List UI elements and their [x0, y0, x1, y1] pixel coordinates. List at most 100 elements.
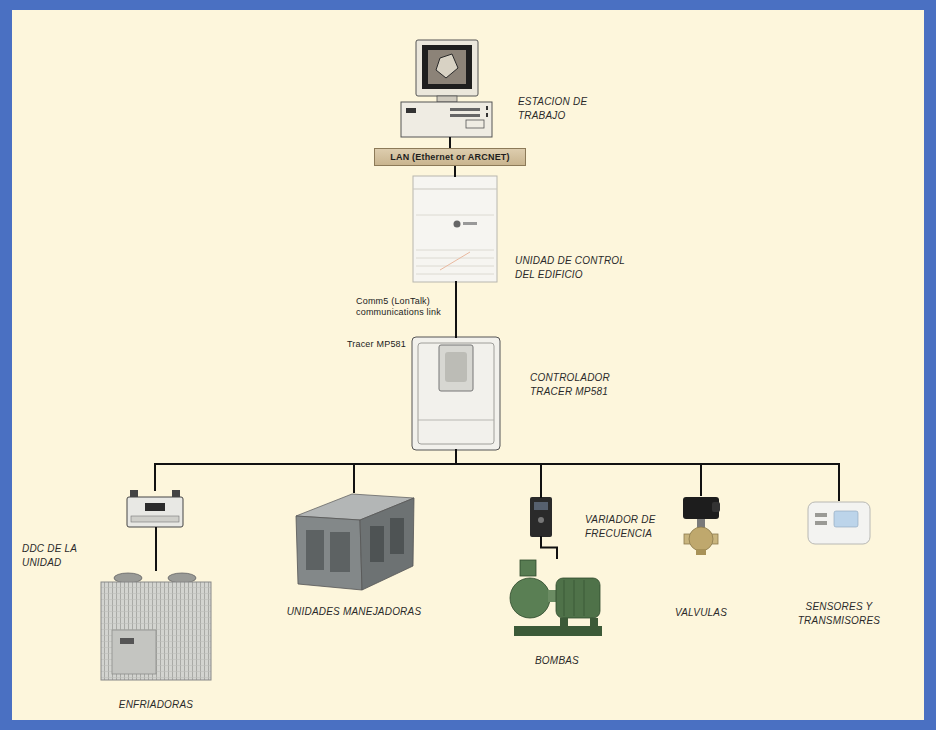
air-handler-picture-part: [306, 530, 324, 570]
label-slot: ESTACION DE TRABAJO: [518, 95, 610, 122]
connector-line: [456, 450, 701, 495]
workstation-picture-part: [437, 96, 457, 102]
valve-picture-part: [696, 549, 706, 555]
workstation-picture-part: [486, 113, 488, 117]
controller-picture: [412, 337, 500, 450]
pump-picture-part: [560, 618, 568, 626]
valve-picture-part: [712, 502, 720, 512]
pump-picture-part: [520, 560, 536, 576]
pump-picture: [510, 560, 602, 636]
workstation-picture-part: [466, 120, 484, 128]
chiller-picture-part: [120, 638, 134, 644]
connector-line: [455, 282, 457, 337]
link-label: Comm5 (LonTalk) communications link: [356, 296, 448, 319]
air-handler-picture: [296, 494, 414, 590]
workstation-picture-part: [422, 45, 472, 89]
workstation-picture-part: [401, 102, 492, 137]
building-control-unit-picture-part: [454, 221, 461, 228]
chiller-picture-part: [112, 630, 156, 674]
building-control-unit-picture-part: [463, 222, 477, 225]
air-handler-picture-part: [360, 498, 414, 590]
ddc-module-picture: [127, 490, 183, 527]
label-slot: UNIDADES MANEJADORAS: [274, 605, 434, 619]
unit-controller: DDC DE LA UNIDAD: [126, 490, 184, 528]
valve: VALVULAS: [680, 495, 722, 555]
thermostat-picture: [808, 502, 870, 544]
valve-picture-part: [689, 527, 713, 551]
component-label: VALVULAS: [651, 606, 751, 620]
frequency-drive-picture-part: [538, 517, 544, 523]
air-handler-picture-part: [390, 518, 404, 554]
chiller-picture-part: [101, 582, 211, 680]
workstation-picture-part: [436, 54, 458, 78]
connector-line: [456, 450, 839, 500]
pump-picture-part: [510, 578, 550, 618]
network-band: LAN (Ethernet or ARCNET): [374, 148, 526, 166]
thermostat-picture-part: [815, 513, 827, 517]
workstation-picture-part: [450, 108, 480, 111]
controller-picture-part: [439, 345, 473, 391]
component-label: SENSORES Y TRANSMISORES: [790, 600, 888, 627]
page-frame-part: [12, 10, 924, 720]
connector-line: [354, 450, 456, 492]
connector-line: [541, 537, 557, 558]
controller-picture-part: [412, 337, 500, 450]
ddc-module-picture-part: [145, 503, 165, 511]
pump-picture-part: [564, 580, 565, 616]
component-label: VARIADOR DE FRECUENCIA: [585, 513, 675, 540]
pump-picture-part: [584, 580, 585, 616]
thermostat-picture-part: [815, 521, 827, 525]
label-slot: DDC DE LA UNIDAD: [22, 542, 88, 569]
component-label: BOMBAS: [502, 654, 612, 668]
controller-picture-part: [418, 420, 494, 421]
controller-picture-part: [445, 352, 467, 382]
connector-line: [456, 450, 541, 497]
building-control-unit-picture-part: [416, 250, 494, 251]
building-control-unit-picture-part: [416, 274, 494, 275]
label-slot: UNIDAD DE CONTROL DEL EDIFICIO: [515, 254, 633, 281]
frequency-drive-picture: [530, 497, 552, 537]
frequency-drive-picture-part: [534, 502, 548, 510]
building-control-unit-picture: [413, 176, 497, 282]
label-slot: ENFRIADORAS: [86, 698, 226, 712]
component-label: ESTACION DE TRABAJO: [518, 95, 610, 122]
connector-line: [155, 528, 157, 570]
pump-picture-part: [590, 618, 598, 626]
building-control-unit-picture-part: [416, 258, 494, 259]
ddc-module-picture-part: [127, 497, 183, 527]
connector-line: [454, 166, 456, 176]
chiller: ENFRIADORAS: [100, 570, 212, 682]
valve-picture-part: [683, 497, 719, 519]
frequency-drive-picture-part: [530, 497, 552, 537]
thermostat-picture-part: [834, 511, 858, 527]
workstation-picture-part: [406, 108, 416, 113]
air-handler-picture-part: [296, 516, 362, 590]
component-label: DDC DE LA UNIDAD: [22, 542, 88, 569]
air-handler: UNIDADES MANEJADORAS: [293, 492, 415, 591]
workstation-picture-part: [428, 50, 466, 84]
label-slot: VARIADOR DE FRECUENCIA: [585, 513, 675, 540]
workstation: ESTACION DE TRABAJO: [400, 40, 492, 138]
label-slot: Tracer MP581: [326, 338, 406, 350]
workstation-picture-part: [450, 114, 480, 117]
workstation-picture-part: [416, 40, 478, 96]
building-control-unit-picture-part: [440, 252, 470, 270]
component-label: ENFRIADORAS: [86, 698, 226, 712]
label-slot: CONTROLADOR TRACER MP581: [530, 371, 626, 398]
building-control-unit-picture-part: [413, 189, 497, 190]
building-control-unit: UNIDAD DE CONTROL DEL EDIFICIO: [413, 176, 497, 282]
component-label: UNIDAD DE CONTROL DEL EDIFICIO: [515, 254, 633, 281]
air-handler-picture-part: [370, 526, 384, 562]
network-label: LAN (Ethernet or ARCNET): [390, 151, 509, 163]
building-control-unit-picture-part: [416, 266, 494, 267]
thermostat-picture-part: [808, 502, 870, 544]
label-slot: BOMBAS: [502, 654, 612, 668]
air-handler-picture-part: [330, 532, 350, 572]
chiller-picture: [101, 573, 211, 680]
